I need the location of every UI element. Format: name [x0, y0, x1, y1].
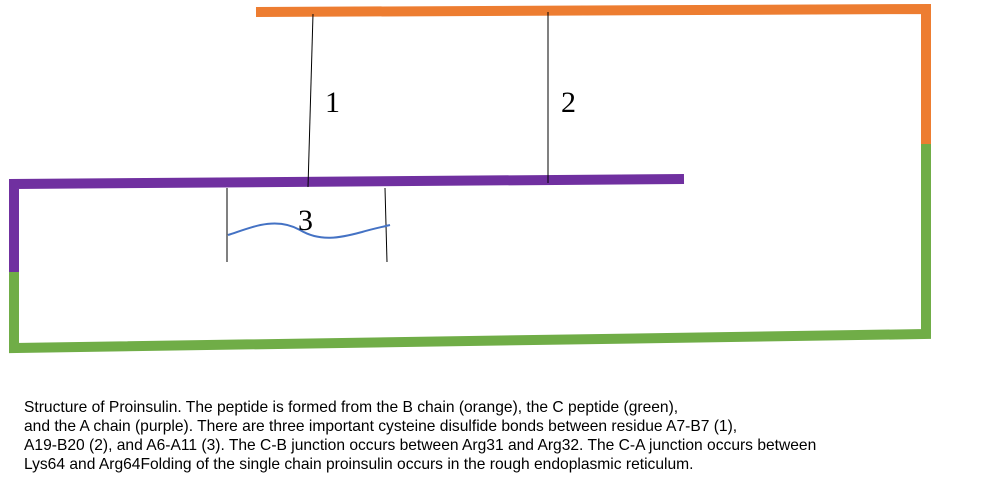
caption-line: and the A chain (purple). There are thre…: [24, 418, 738, 435]
a-chain: [9, 174, 685, 272]
disulfide-bond-1: [307, 13, 314, 188]
c-peptide: [9, 144, 931, 354]
caption-line: A19-B20 (2), and A6-A11 (3). The C-B jun…: [24, 437, 817, 454]
bond-1-label: 1: [325, 86, 340, 119]
disulfide-bond-3: [227, 222, 391, 239]
caption-line: Lys64 and Arg64Folding of the single cha…: [24, 456, 694, 473]
caption-line: Structure of Proinsulin. The peptide is …: [24, 399, 679, 416]
bond-2-label: 2: [561, 86, 576, 119]
bond-3-label: 3: [298, 204, 313, 237]
proinsulin-diagram: 1 2 3: [9, 3, 931, 354]
figure-caption: Structure of Proinsulin. The peptide is …: [24, 398, 979, 474]
b-chain: [255, 3, 931, 144]
